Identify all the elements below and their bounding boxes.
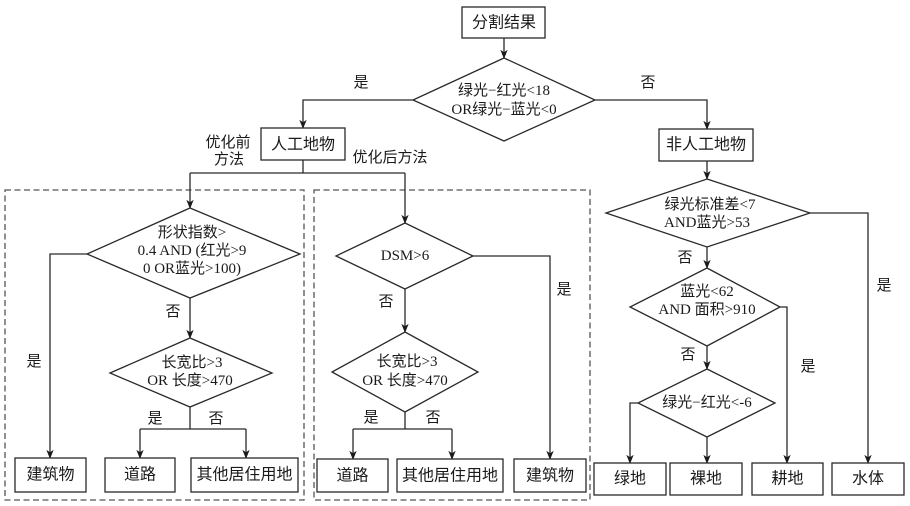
after-dsm-no-label: 否 [378, 294, 393, 310]
top-decision: 绿光−红光<18 OR绿光−蓝光<0 [411, 57, 597, 142]
top-decision-line-2: OR绿光−蓝光<0 [451, 101, 556, 118]
natural-output-greenland-box [593, 462, 667, 496]
arrow-natural-std-yes [810, 212, 872, 464]
natural-output-water-label: 水体 [852, 470, 884, 488]
arrow-natural-area-yes [780, 306, 791, 464]
top-yes-label: 是 [353, 75, 368, 91]
arrow-top-yes [299, 99, 413, 129]
natural-output-bareland-label: 裸地 [690, 470, 722, 488]
natural-diff-line-1: 绿光−红光<-6 [662, 394, 752, 411]
top-decision-line-1: 绿光−红光<18 [458, 82, 550, 99]
natural-std-decision: 绿光标准差<7 AND蓝光>53 [603, 178, 813, 248]
before-output-residential-label: 其他居住用地 [196, 466, 292, 484]
before-ratio-decision: 长宽比>3 OR 长度>470 [108, 337, 274, 408]
before-output-building-box [14, 457, 87, 493]
natural-output-greenland: 绿地 [593, 462, 667, 496]
after-output-building-box [513, 458, 587, 493]
method-before-label-line-1: 优化前 [205, 134, 250, 151]
non-artificial-label: 非人工地物 [666, 136, 746, 154]
natural-output-water-box [831, 462, 905, 496]
natural-std-line-1: 绿光标准差<7 [665, 196, 756, 213]
after-output-building-label: 建筑物 [526, 467, 574, 485]
before-ratio-line-1: 长宽比>3 [162, 354, 223, 371]
before-output-road-box [104, 457, 176, 493]
top-decision-diamond [411, 57, 597, 142]
after-output-building: 建筑物 [513, 458, 587, 493]
after-ratio-decision: 长宽比>3 OR 长度>470 [330, 331, 480, 413]
natural-area-line-2: AND 面积>910 [658, 301, 755, 318]
artificial-box [260, 127, 346, 161]
natural-std-no-label: 否 [677, 250, 692, 266]
arrow-before-shape-yes [46, 253, 87, 459]
before-shape-yes-label: 是 [26, 354, 41, 370]
natural-output-farmland: 耕地 [751, 462, 824, 496]
after-ratio-no-label: 否 [425, 410, 440, 426]
before-ratio-yes-label: 是 [147, 411, 162, 427]
after-dsm-yes-label: 是 [556, 282, 571, 298]
natural-area-yes-label: 是 [800, 359, 815, 375]
after-ratio-yes-label: 是 [363, 410, 378, 426]
arrow-after-dsm-yes [473, 255, 554, 460]
natural-output-greenland-label: 绿地 [614, 470, 646, 488]
before-shape-line-1: 形状指数> [158, 224, 226, 241]
after-output-residential: 其他居住用地 [396, 458, 504, 493]
before-output-residential: 其他居住用地 [190, 457, 299, 493]
before-shape-decision: 形状指数> 0.4 AND (红光>9 0 OR蓝光>100) [85, 207, 302, 299]
natural-diff-decision: 绿光−红光<-6 [636, 368, 777, 438]
method-after-label: 优化后方法 [352, 149, 427, 166]
after-ratio-decision-diamond [330, 331, 480, 413]
before-shape-line-2: 0.4 AND (红光>9 [138, 242, 247, 259]
artificial-label: 人工地物 [271, 136, 335, 154]
natural-area-no-label: 否 [680, 347, 695, 363]
natural-area-line-1: 蓝光<62 [680, 283, 733, 300]
after-dsm-decision: DSM>6 [334, 222, 475, 290]
natural-std-decision-diamond [603, 178, 813, 248]
before-ratio-no-label: 否 [208, 411, 223, 427]
natural-output-bareland-box [669, 462, 743, 496]
before-shape-no-label: 否 [165, 304, 180, 320]
root-node: 分割结果 [461, 6, 546, 39]
natural-output-bareland: 裸地 [669, 462, 743, 496]
natural-area-decision: 蓝光<62 AND 面积>910 [628, 267, 782, 347]
top-no-label: 否 [640, 75, 655, 91]
arrow-natural-diff-left [626, 402, 638, 464]
before-output-road: 道路 [104, 457, 176, 493]
natural-output-farmland-label: 耕地 [771, 470, 803, 488]
natural-std-yes-label: 是 [876, 278, 891, 294]
after-output-road-label: 道路 [336, 467, 368, 485]
before-ratio-line-2: OR 长度>470 [147, 372, 233, 389]
after-output-road: 道路 [316, 458, 389, 493]
after-ratio-line-2: OR 长度>470 [362, 372, 448, 389]
root-label: 分割结果 [472, 14, 536, 32]
natural-output-farmland-box [751, 462, 824, 496]
method-before-label-line-2: 方法 [214, 151, 244, 168]
after-ratio-line-1: 长宽比>3 [377, 353, 438, 370]
before-output-road-label: 道路 [124, 466, 156, 484]
before-shape-line-3: 0 OR蓝光>100) [143, 260, 241, 277]
non-artificial-node: 非人工地物 [658, 128, 754, 162]
after-output-residential-box [396, 458, 504, 493]
arrow-top-no [595, 99, 711, 130]
after-dsm-line-1: DSM>6 [381, 248, 430, 264]
artificial-node: 人工地物 [260, 127, 346, 161]
before-output-residential-box [190, 457, 299, 493]
after-method-container [313, 189, 591, 501]
non-artificial-box [658, 128, 754, 162]
after-output-road-box [316, 458, 389, 493]
natural-std-line-2: AND蓝光>53 [664, 214, 750, 231]
before-output-building-label: 建筑物 [26, 466, 74, 484]
before-output-building: 建筑物 [14, 457, 87, 493]
natural-output-water: 水体 [831, 462, 905, 496]
after-output-residential-label: 其他居住用地 [402, 467, 498, 485]
